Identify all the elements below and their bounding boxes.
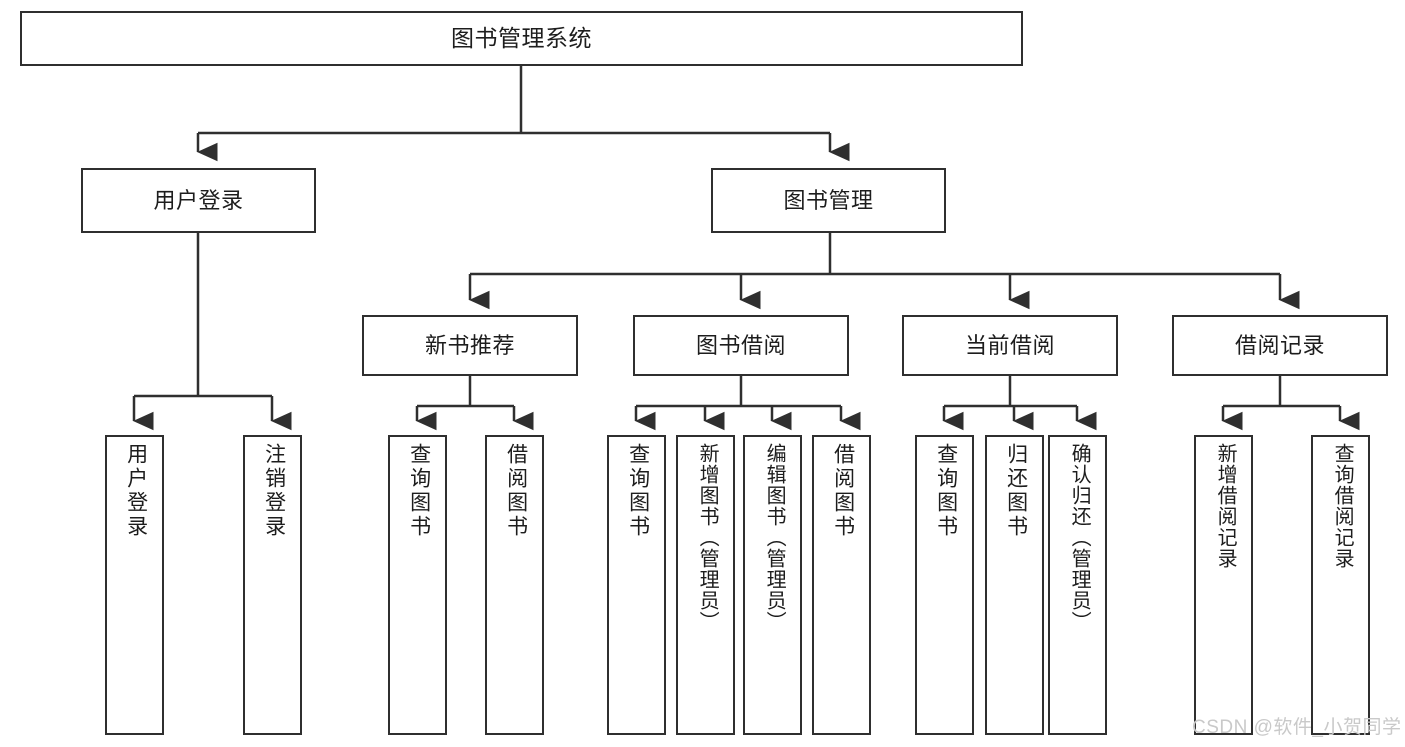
leaf-borrow-book-2[interactable]: 借阅图书 xyxy=(812,435,871,735)
leaf-user-login-label: 用户登录 xyxy=(124,443,148,539)
leaf-borrow-book-1[interactable]: 借阅图书 xyxy=(485,435,544,735)
node-current-borrow-label: 当前借阅 xyxy=(964,332,1055,358)
leaf-add-book-admin[interactable]: 新增图书（管理员） xyxy=(676,435,735,735)
leaf-query-book-2-label: 查询图书 xyxy=(626,443,650,539)
leaf-query-book-1[interactable]: 查询图书 xyxy=(388,435,447,735)
csdn-watermark: CSDN @软件_小贺同学 xyxy=(1192,717,1402,738)
leaf-edit-book-admin-label: 编辑图书（管理员） xyxy=(763,443,786,632)
leaf-add-book-admin-label: 新增图书（管理员） xyxy=(696,443,719,632)
node-book-borrow[interactable]: 图书借阅 xyxy=(633,315,849,376)
node-current-borrow[interactable]: 当前借阅 xyxy=(902,315,1118,376)
node-user-login[interactable]: 用户登录 xyxy=(81,168,316,233)
node-new-book-recommend-label: 新书推荐 xyxy=(424,332,515,358)
node-user-login-label: 用户登录 xyxy=(153,187,244,213)
node-book-borrow-label: 图书借阅 xyxy=(695,332,786,358)
leaf-query-book-2[interactable]: 查询图书 xyxy=(607,435,666,735)
leaf-add-borrow-record-label: 新增借阅记录 xyxy=(1214,443,1237,569)
leaf-query-borrow-record[interactable]: 查询借阅记录 xyxy=(1311,435,1370,735)
node-borrow-record-label: 借阅记录 xyxy=(1234,332,1325,358)
leaf-user-login[interactable]: 用户登录 xyxy=(105,435,164,735)
leaf-borrow-book-2-label: 借阅图书 xyxy=(831,443,855,539)
node-new-book-recommend[interactable]: 新书推荐 xyxy=(362,315,578,376)
leaf-confirm-return-admin-label: 确认归还（管理员） xyxy=(1068,443,1091,632)
node-book-manage[interactable]: 图书管理 xyxy=(711,168,946,233)
leaf-query-borrow-record-label: 查询借阅记录 xyxy=(1331,443,1354,569)
leaf-add-borrow-record[interactable]: 新增借阅记录 xyxy=(1194,435,1253,735)
leaf-return-book-label: 归还图书 xyxy=(1004,443,1028,539)
leaf-borrow-book-1-label: 借阅图书 xyxy=(504,443,528,539)
node-book-manage-label: 图书管理 xyxy=(783,187,874,213)
leaf-query-book-3-label: 查询图书 xyxy=(934,443,958,539)
leaf-edit-book-admin[interactable]: 编辑图书（管理员） xyxy=(743,435,802,735)
node-root-system-label: 图书管理系统 xyxy=(451,24,592,51)
node-root-system[interactable]: 图书管理系统 xyxy=(20,11,1023,66)
node-borrow-record[interactable]: 借阅记录 xyxy=(1172,315,1388,376)
leaf-query-book-1-label: 查询图书 xyxy=(407,443,431,539)
leaf-confirm-return-admin[interactable]: 确认归还（管理员） xyxy=(1048,435,1107,735)
leaf-return-book[interactable]: 归还图书 xyxy=(985,435,1044,735)
leaf-logout-login-label: 注销登录 xyxy=(262,443,286,539)
leaf-logout-login[interactable]: 注销登录 xyxy=(243,435,302,735)
leaf-query-book-3[interactable]: 查询图书 xyxy=(915,435,974,735)
